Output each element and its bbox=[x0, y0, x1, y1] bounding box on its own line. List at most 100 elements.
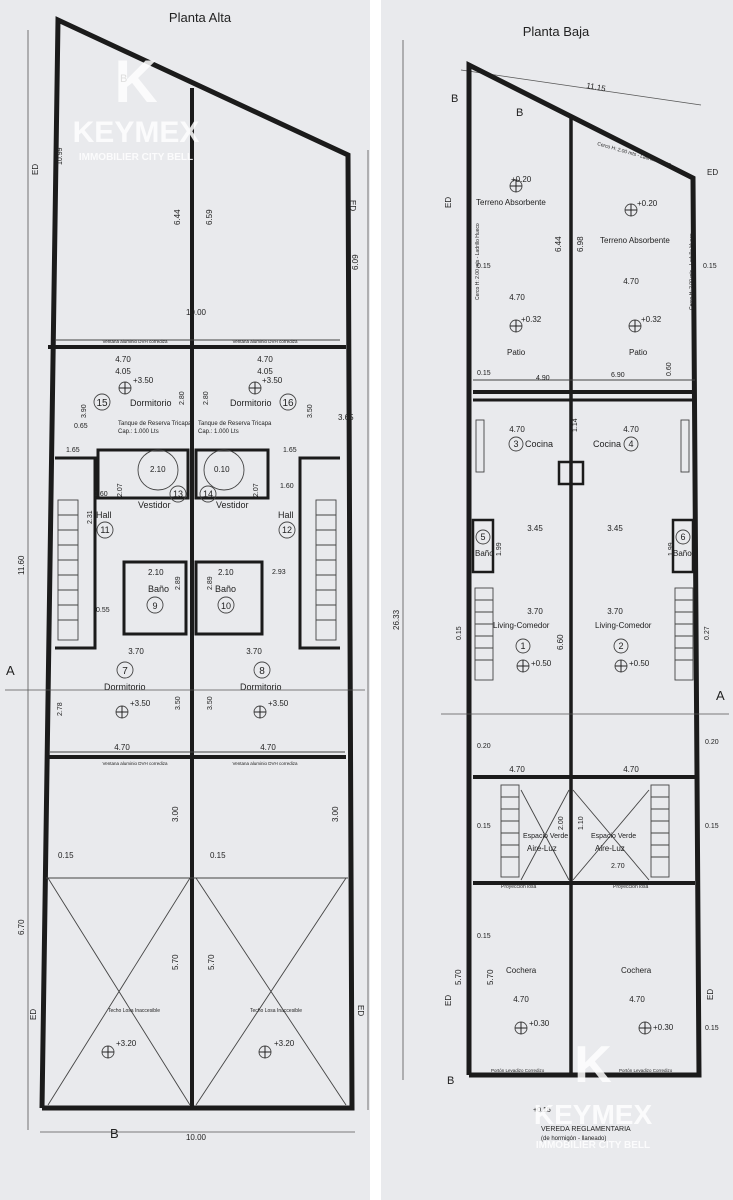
level-value: +3.50 bbox=[262, 376, 283, 385]
dimension-value: 2.70 bbox=[611, 863, 625, 870]
upper-floor-title: Planta Alta bbox=[169, 10, 232, 25]
floor-plan-ground: Planta Baja bbox=[381, 0, 733, 1200]
tank-capacity: Cap.: 1.000 Lts bbox=[118, 429, 159, 435]
stairs-lower-right bbox=[650, 784, 670, 878]
dimension-value: 6.60 bbox=[556, 634, 565, 650]
dimension-value: 0.55 bbox=[96, 607, 110, 614]
ed-label: ED bbox=[31, 164, 40, 175]
dimension-value: 2.31 bbox=[87, 510, 94, 524]
dimension-value: 0.15 bbox=[703, 263, 717, 270]
dimension-value: 1.14 bbox=[572, 418, 579, 432]
room-name: Dormitorio bbox=[230, 398, 272, 408]
room-name: Espacio Verde bbox=[523, 833, 568, 840]
dimension-value: 3.50 bbox=[207, 696, 214, 710]
room-number-circle bbox=[116, 661, 134, 679]
room-name: Cochera bbox=[506, 966, 537, 975]
porton-note: Portón Levadizo Corredizo bbox=[619, 1068, 673, 1073]
dimension-value: 0.15 bbox=[477, 823, 491, 830]
dimension-value: 2.00 bbox=[558, 816, 565, 830]
dimension-value: 0.15 bbox=[705, 1025, 719, 1032]
room-name: Baño bbox=[673, 549, 692, 558]
room-number-circle bbox=[199, 485, 217, 503]
room-number-circle bbox=[278, 521, 296, 539]
room-name: Vestidor bbox=[138, 500, 171, 510]
dimension-value: 6.44 bbox=[554, 236, 563, 252]
stairs-lower-left bbox=[500, 784, 520, 878]
section-marker: B bbox=[447, 1075, 454, 1087]
keymex-logo-icon: K bbox=[114, 48, 157, 115]
dimension-value: 10.99 bbox=[57, 147, 64, 165]
axis-marker: A bbox=[6, 663, 15, 678]
dimension-value: 0.15 bbox=[705, 823, 719, 830]
keymex-logo-icon: K bbox=[574, 1036, 612, 1094]
dimension-value: 4.70 bbox=[509, 765, 525, 774]
dimension-value: 6.44 bbox=[173, 209, 182, 225]
dimension-value: 4.05 bbox=[115, 367, 131, 376]
level-value: +0.32 bbox=[641, 315, 662, 324]
level-value: +0.50 bbox=[629, 659, 650, 668]
ed-label: ED bbox=[348, 200, 357, 211]
level-marker-icon bbox=[628, 319, 642, 333]
water-tank bbox=[203, 449, 245, 491]
dimension-value: 4.05 bbox=[257, 367, 273, 376]
stairs-left bbox=[57, 499, 79, 641]
dimension-value: 11.60 bbox=[17, 555, 26, 575]
dimension-value: 1.99 bbox=[668, 542, 675, 556]
room-name: Baño bbox=[475, 549, 494, 558]
dimension-value: 26.33 bbox=[392, 609, 401, 630]
bano-wall bbox=[471, 518, 495, 574]
room-name: Vestidor bbox=[216, 500, 249, 510]
room-name: Living-Comedor bbox=[595, 621, 652, 630]
room-name: Dormitorio bbox=[130, 398, 172, 408]
section-marker: B bbox=[516, 107, 523, 119]
projection-note: Proyección losa bbox=[501, 884, 537, 890]
watermark-brand: KEYMEX bbox=[73, 116, 200, 149]
dimension-value: 10.00 bbox=[186, 1133, 207, 1142]
water-tank bbox=[137, 449, 179, 491]
room-name: Baño bbox=[148, 584, 169, 594]
dimension-value: 3.70 bbox=[527, 607, 543, 616]
room-number-circle bbox=[623, 436, 639, 452]
dimension-value: 3.70 bbox=[128, 647, 144, 656]
room-number: 16 bbox=[282, 398, 294, 409]
section-marker: B bbox=[120, 73, 127, 85]
level-marker-icon bbox=[118, 381, 132, 395]
room-number: 1 bbox=[520, 641, 525, 651]
dimension-value: 2.80 bbox=[203, 391, 210, 405]
dimension-value: 5.70 bbox=[207, 954, 216, 970]
level-marker-icon bbox=[115, 705, 129, 719]
outer-wall bbox=[39, 16, 355, 1111]
vestidor-wall bbox=[194, 448, 270, 500]
axis-marker: A bbox=[716, 688, 725, 703]
level-value: +0.30 bbox=[529, 1019, 550, 1028]
room-number-circle bbox=[675, 529, 691, 545]
room-number: 8 bbox=[259, 666, 265, 677]
room-name: Cocina bbox=[593, 439, 621, 449]
dimension-value: 5.70 bbox=[171, 954, 180, 970]
room-number: 6 bbox=[680, 532, 685, 542]
dimension-value: 0.20 bbox=[705, 739, 719, 746]
bano-wall bbox=[194, 560, 264, 636]
dimension-value: 3.00 bbox=[331, 806, 340, 822]
room-number: 10 bbox=[221, 601, 231, 611]
room-number: 11 bbox=[100, 525, 109, 535]
dimension-value: 3.90 bbox=[81, 404, 88, 418]
stairs-right bbox=[315, 499, 337, 641]
hall-wall bbox=[298, 456, 340, 650]
window-note: Ventana aluminio DVH corrediza bbox=[232, 339, 298, 344]
dimension-value: 2.10 bbox=[150, 465, 166, 474]
room-name: Terreno Absorbente bbox=[476, 198, 546, 207]
ground-floor-title: Planta Baja bbox=[523, 24, 590, 39]
level-value: +3.20 bbox=[274, 1039, 295, 1048]
dimension-value: 0.15 bbox=[477, 933, 491, 940]
dimension-value: 0.20 bbox=[477, 743, 491, 750]
dimension-value: 2.93 bbox=[272, 569, 286, 576]
fence-note: Cerco H: 2.00 mts - Ladrillo Hueco bbox=[596, 141, 672, 168]
room-number-circle bbox=[217, 596, 235, 614]
green-space-cross bbox=[520, 789, 650, 881]
window-note: Ventana aluminio DVH corrediza bbox=[102, 761, 168, 766]
svg-text:K: K bbox=[574, 1036, 612, 1094]
ed-label: ED bbox=[356, 1005, 365, 1016]
dimension-value: 6.98 bbox=[576, 236, 585, 252]
level-marker-icon bbox=[248, 381, 262, 395]
